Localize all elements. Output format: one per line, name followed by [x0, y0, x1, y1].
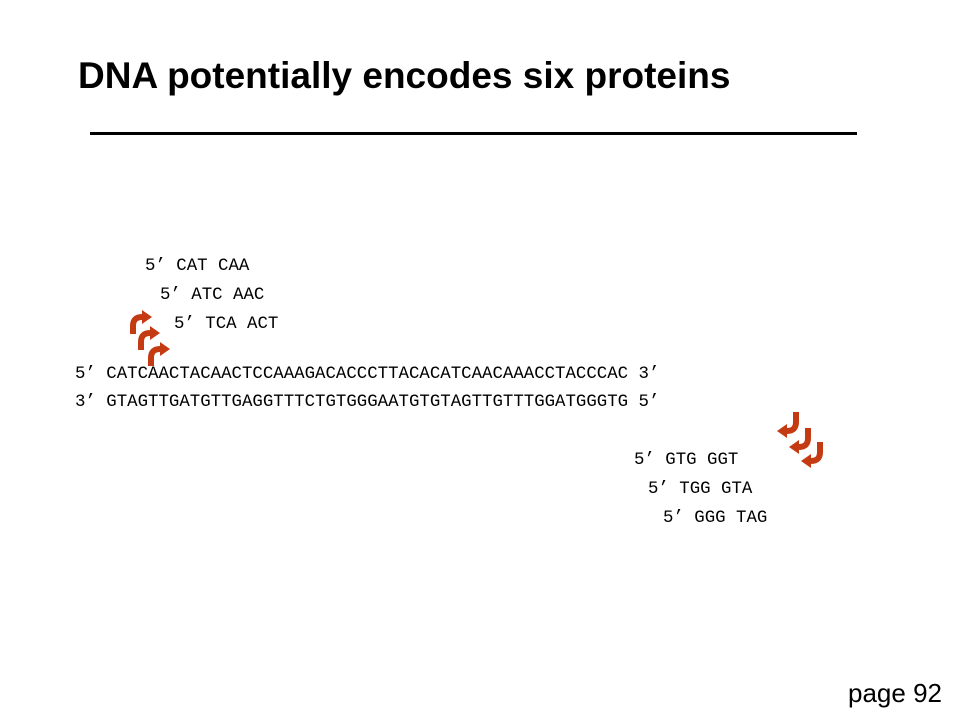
forward-frame-1: 5’ CAT CAA [145, 257, 250, 276]
curved-arrow-left-icon [789, 428, 811, 454]
reverse-frame-2: 5’ TGG GTA [648, 480, 753, 499]
forward-frame-3: 5’ TCA ACT [174, 315, 279, 334]
bottom-strand: 3’ GTAGTTGATGTTGAGGTTTCTGTGGGAATGTGTAGTT… [75, 393, 660, 412]
reverse-frame-1: 5’ GTG GGT [634, 451, 739, 470]
curved-arrow-right-icon [148, 342, 170, 366]
curved-arrow-right-icon [130, 310, 152, 334]
page-number: page 92 [848, 678, 942, 708]
slide-title: DNA potentially encodes six proteins [78, 55, 731, 96]
curved-arrow-left-icon [777, 412, 799, 438]
title-underline [90, 132, 857, 135]
curved-arrow-right-icon [138, 326, 160, 350]
curved-arrow-left-icon [801, 442, 823, 468]
reverse-frame-3: 5’ GGG TAG [663, 509, 768, 528]
forward-frame-2: 5’ ATC AAC [160, 286, 265, 305]
top-strand: 5’ CATCAACTACAACTCCAAAGACACCCTTACACATCAA… [75, 365, 660, 384]
